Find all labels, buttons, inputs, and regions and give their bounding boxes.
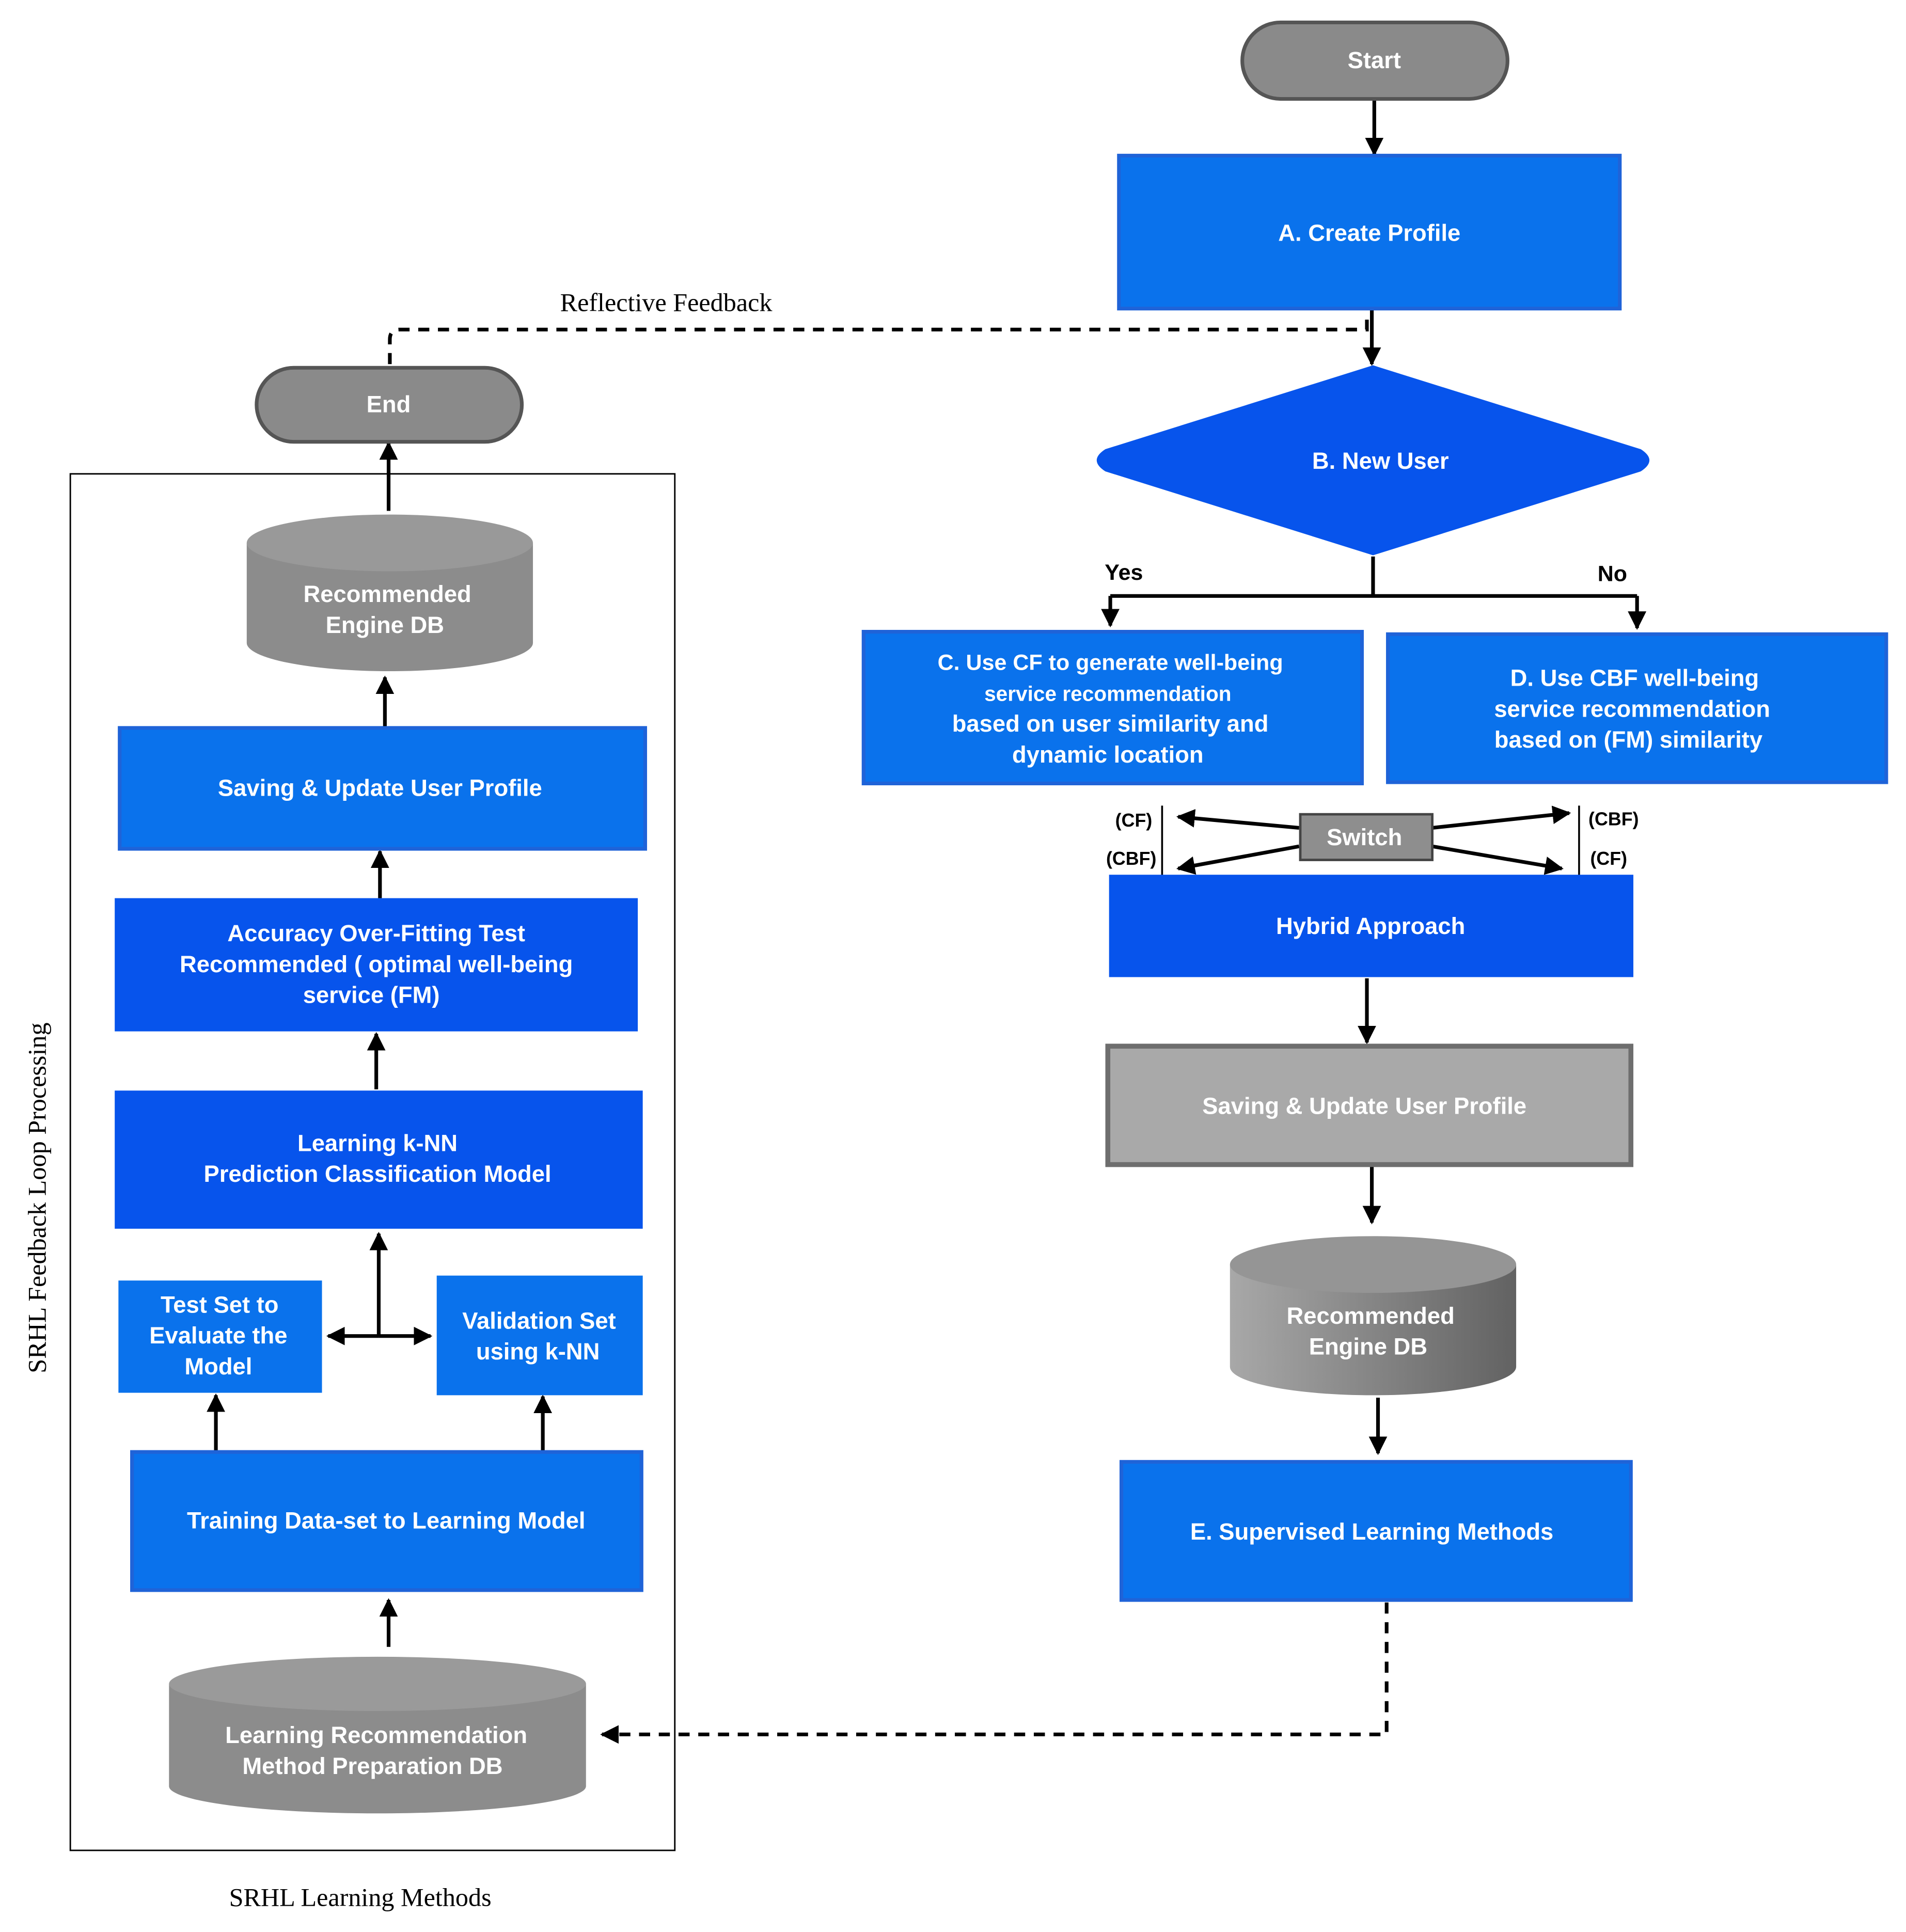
db-right-line-2: Engine DB — [1309, 1334, 1427, 1360]
validation-line-1: Validation Set — [462, 1307, 616, 1334]
db-left-line-1: Recommended — [304, 581, 471, 607]
switch-line-cf-tl — [1176, 809, 1299, 830]
srhl-container — [69, 473, 676, 1851]
save-right-label: Saving & Update User Profile — [1202, 1093, 1526, 1119]
save-profile-box-left: Saving & Update User Profile — [118, 726, 648, 851]
training-label: Training Data-set to Learning Model — [187, 1507, 585, 1533]
hybrid-label: Hybrid Approach — [1276, 913, 1465, 939]
cf-line-3: based on user similarity and — [952, 710, 1269, 737]
save-left-label: Saving & Update User Profile — [218, 774, 542, 801]
cbf-recommendation-box: D. Use CBF well-being service recommenda… — [1386, 632, 1888, 784]
dashed-e-to-prepdb — [600, 1602, 1389, 1744]
cf-label-bottom-right: (CF) — [1590, 848, 1627, 869]
prep-db-line-2: Method Preparation DB — [242, 1753, 502, 1779]
no-label: No — [1598, 562, 1627, 587]
end-label: End — [367, 391, 411, 417]
accuracy-test-box: Accuracy Over-Fitting Test Recommended (… — [115, 898, 638, 1032]
prep-db-line-1: Learning Recommendation — [225, 1722, 527, 1748]
cbf-line-1: D. Use CBF well-being — [1510, 665, 1759, 691]
validation-line-2: using k-NN — [476, 1338, 600, 1365]
accuracy-line-3: service (FM) — [303, 982, 440, 1008]
start-terminal: Start — [1240, 20, 1509, 101]
db-right-line-1: Recommended — [1287, 1303, 1455, 1329]
create-profile-box: A. Create Profile — [1117, 153, 1622, 311]
switch-label: Switch — [1327, 824, 1402, 850]
cf-line-1: C. Use CF to generate well-being — [938, 651, 1283, 675]
new-user-decision: B. New User — [1096, 365, 1650, 556]
learning-line-2: Prediction Classification Model — [203, 1161, 551, 1187]
validation-set-box: Validation Set using k-NN — [436, 1275, 643, 1396]
yes-label: Yes — [1105, 560, 1143, 585]
learning-line-1: Learning k-NN — [297, 1130, 458, 1156]
switch-line-cbf-tr — [1432, 805, 1571, 830]
new-user-label: B. New User — [1312, 448, 1449, 474]
db-left-line-2: Engine DB — [326, 612, 444, 638]
reflective-feedback-label: Reflective Feedback — [560, 288, 773, 316]
cbf-line-3: based on (FM) similarity — [1494, 726, 1762, 753]
cbf-line-2: service recommendation — [1494, 695, 1770, 722]
end-terminal: End — [255, 366, 524, 444]
cf-line-4: dynamic location — [1012, 741, 1204, 768]
supervised-label: E. Supervised Learning Methods — [1190, 1518, 1553, 1545]
recommended-db-left: Recommended Engine DB — [246, 514, 533, 672]
switch-box: Switch — [1299, 813, 1434, 861]
connectors — [207, 100, 1647, 1744]
supervised-learning-box: E. Supervised Learning Methods — [1120, 1460, 1633, 1602]
learning-methods-caption: SRHL Learning Methods — [229, 1882, 492, 1911]
create-profile-label: A. Create Profile — [1278, 219, 1460, 246]
save-profile-box-right: Saving & Update User Profile — [1105, 1043, 1634, 1167]
accuracy-line-1: Accuracy Over-Fitting Test — [227, 920, 525, 946]
feedback-loop-side-label: SRHL Feedback Loop Processing — [22, 1022, 51, 1373]
preparation-db: Learning Recommendation Method Preparati… — [169, 1656, 586, 1814]
cbf-label-bottom-left: (CBF) — [1106, 848, 1157, 869]
switch-line-cbf-bl — [1176, 844, 1300, 875]
test-line-2: Evaluate the — [149, 1322, 287, 1349]
accuracy-line-2: Recommended ( optimal well-being — [180, 951, 573, 977]
cf-recommendation-box: C. Use CF to generate well-being service… — [861, 629, 1364, 786]
hybrid-approach-box: Hybrid Approach — [1109, 875, 1634, 977]
test-line-3: Model — [184, 1353, 252, 1380]
switch-line-cf-br — [1432, 844, 1564, 875]
learning-knn-box: Learning k-NN Prediction Classification … — [115, 1090, 643, 1229]
dashed-reflective-feedback — [388, 320, 1369, 368]
test-set-box: Test Set to Evaluate the Model — [118, 1280, 322, 1393]
training-dataset-box: Training Data-set to Learning Model — [130, 1450, 643, 1592]
start-label: Start — [1348, 47, 1401, 73]
cf-label-top-left: (CF) — [1115, 810, 1153, 831]
test-line-1: Test Set to — [161, 1291, 279, 1318]
recommended-db-right: Recommended Engine DB — [1230, 1236, 1517, 1396]
cf-line-2: service recommendation — [984, 682, 1232, 705]
cbf-label-top-right: (CBF) — [1588, 809, 1639, 830]
